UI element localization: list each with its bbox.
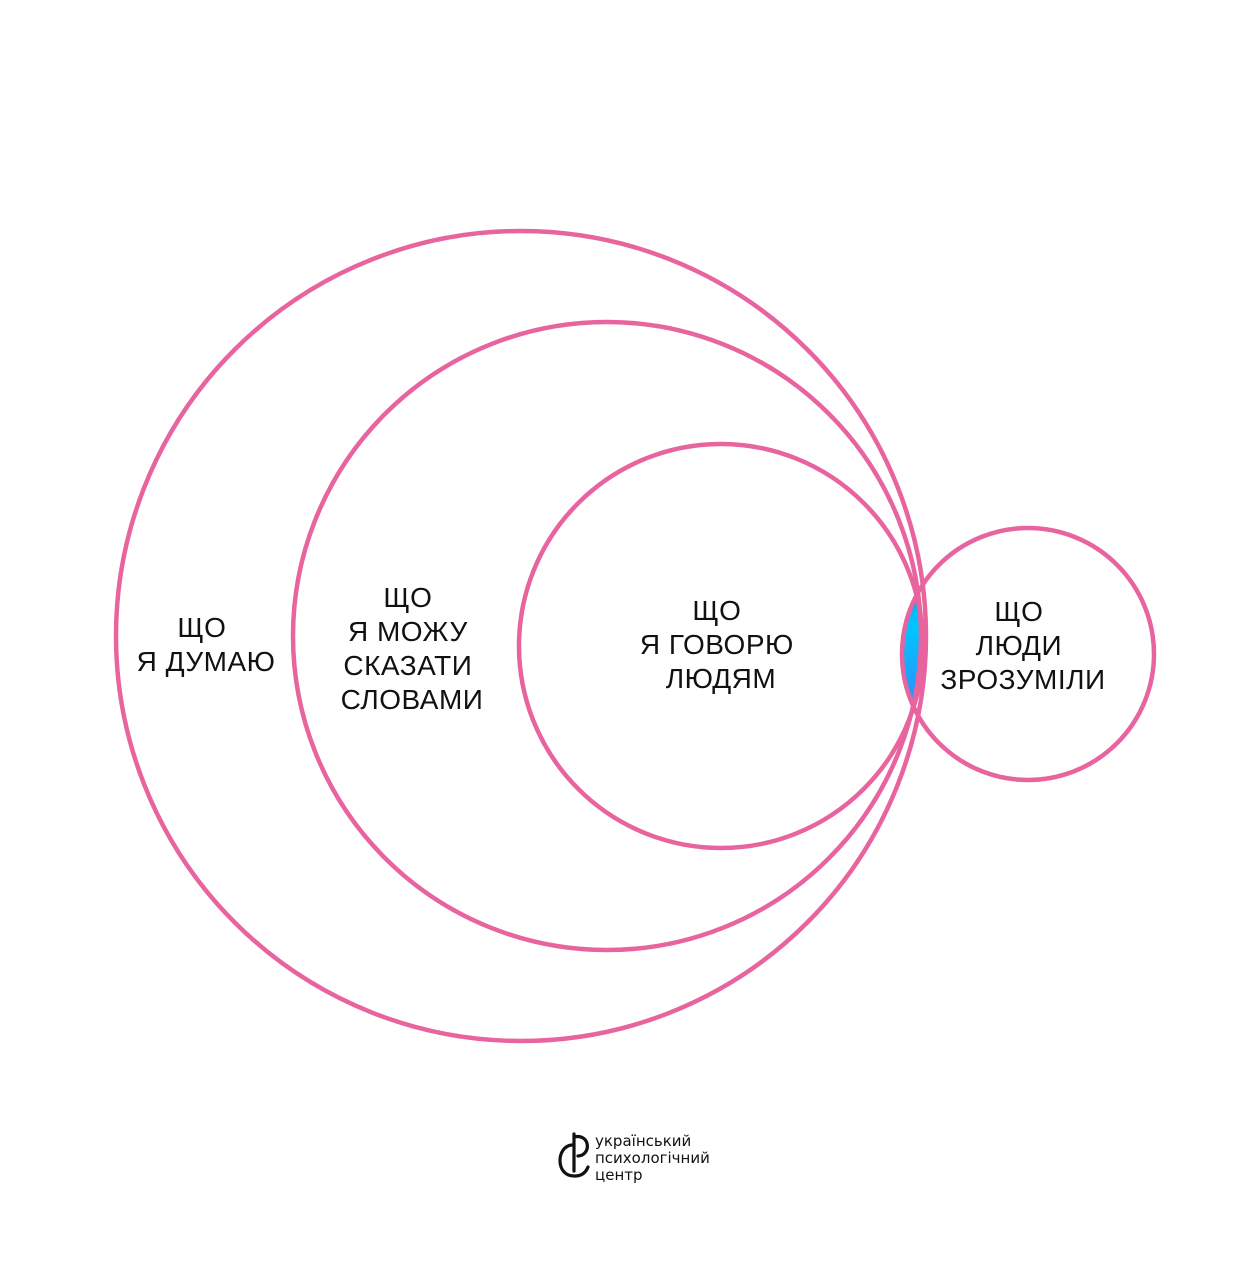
circle-tell <box>516 441 926 851</box>
label-tell: ЩО Я ГОВОРЮ ЛЮДЯМ <box>640 595 802 694</box>
circle-think <box>113 228 929 1044</box>
label-think: ЩО Я ДУМАЮ <box>137 612 276 677</box>
label-understood: ЩО ЛЮДИ ЗРОЗУМІЛИ <box>940 596 1105 695</box>
circle-understood <box>899 525 1157 783</box>
label-say: ЩО Я МОЖУ СКАЗАТИ СЛОВАМИ <box>341 582 484 715</box>
ucp-logo-icon <box>558 1132 590 1178</box>
logo: український психологічний центр <box>558 1132 710 1184</box>
logo-line-3: центр <box>595 1166 643 1184</box>
logo-line-2: психологічний <box>595 1149 710 1167</box>
logo-line-1: український <box>595 1132 691 1150</box>
